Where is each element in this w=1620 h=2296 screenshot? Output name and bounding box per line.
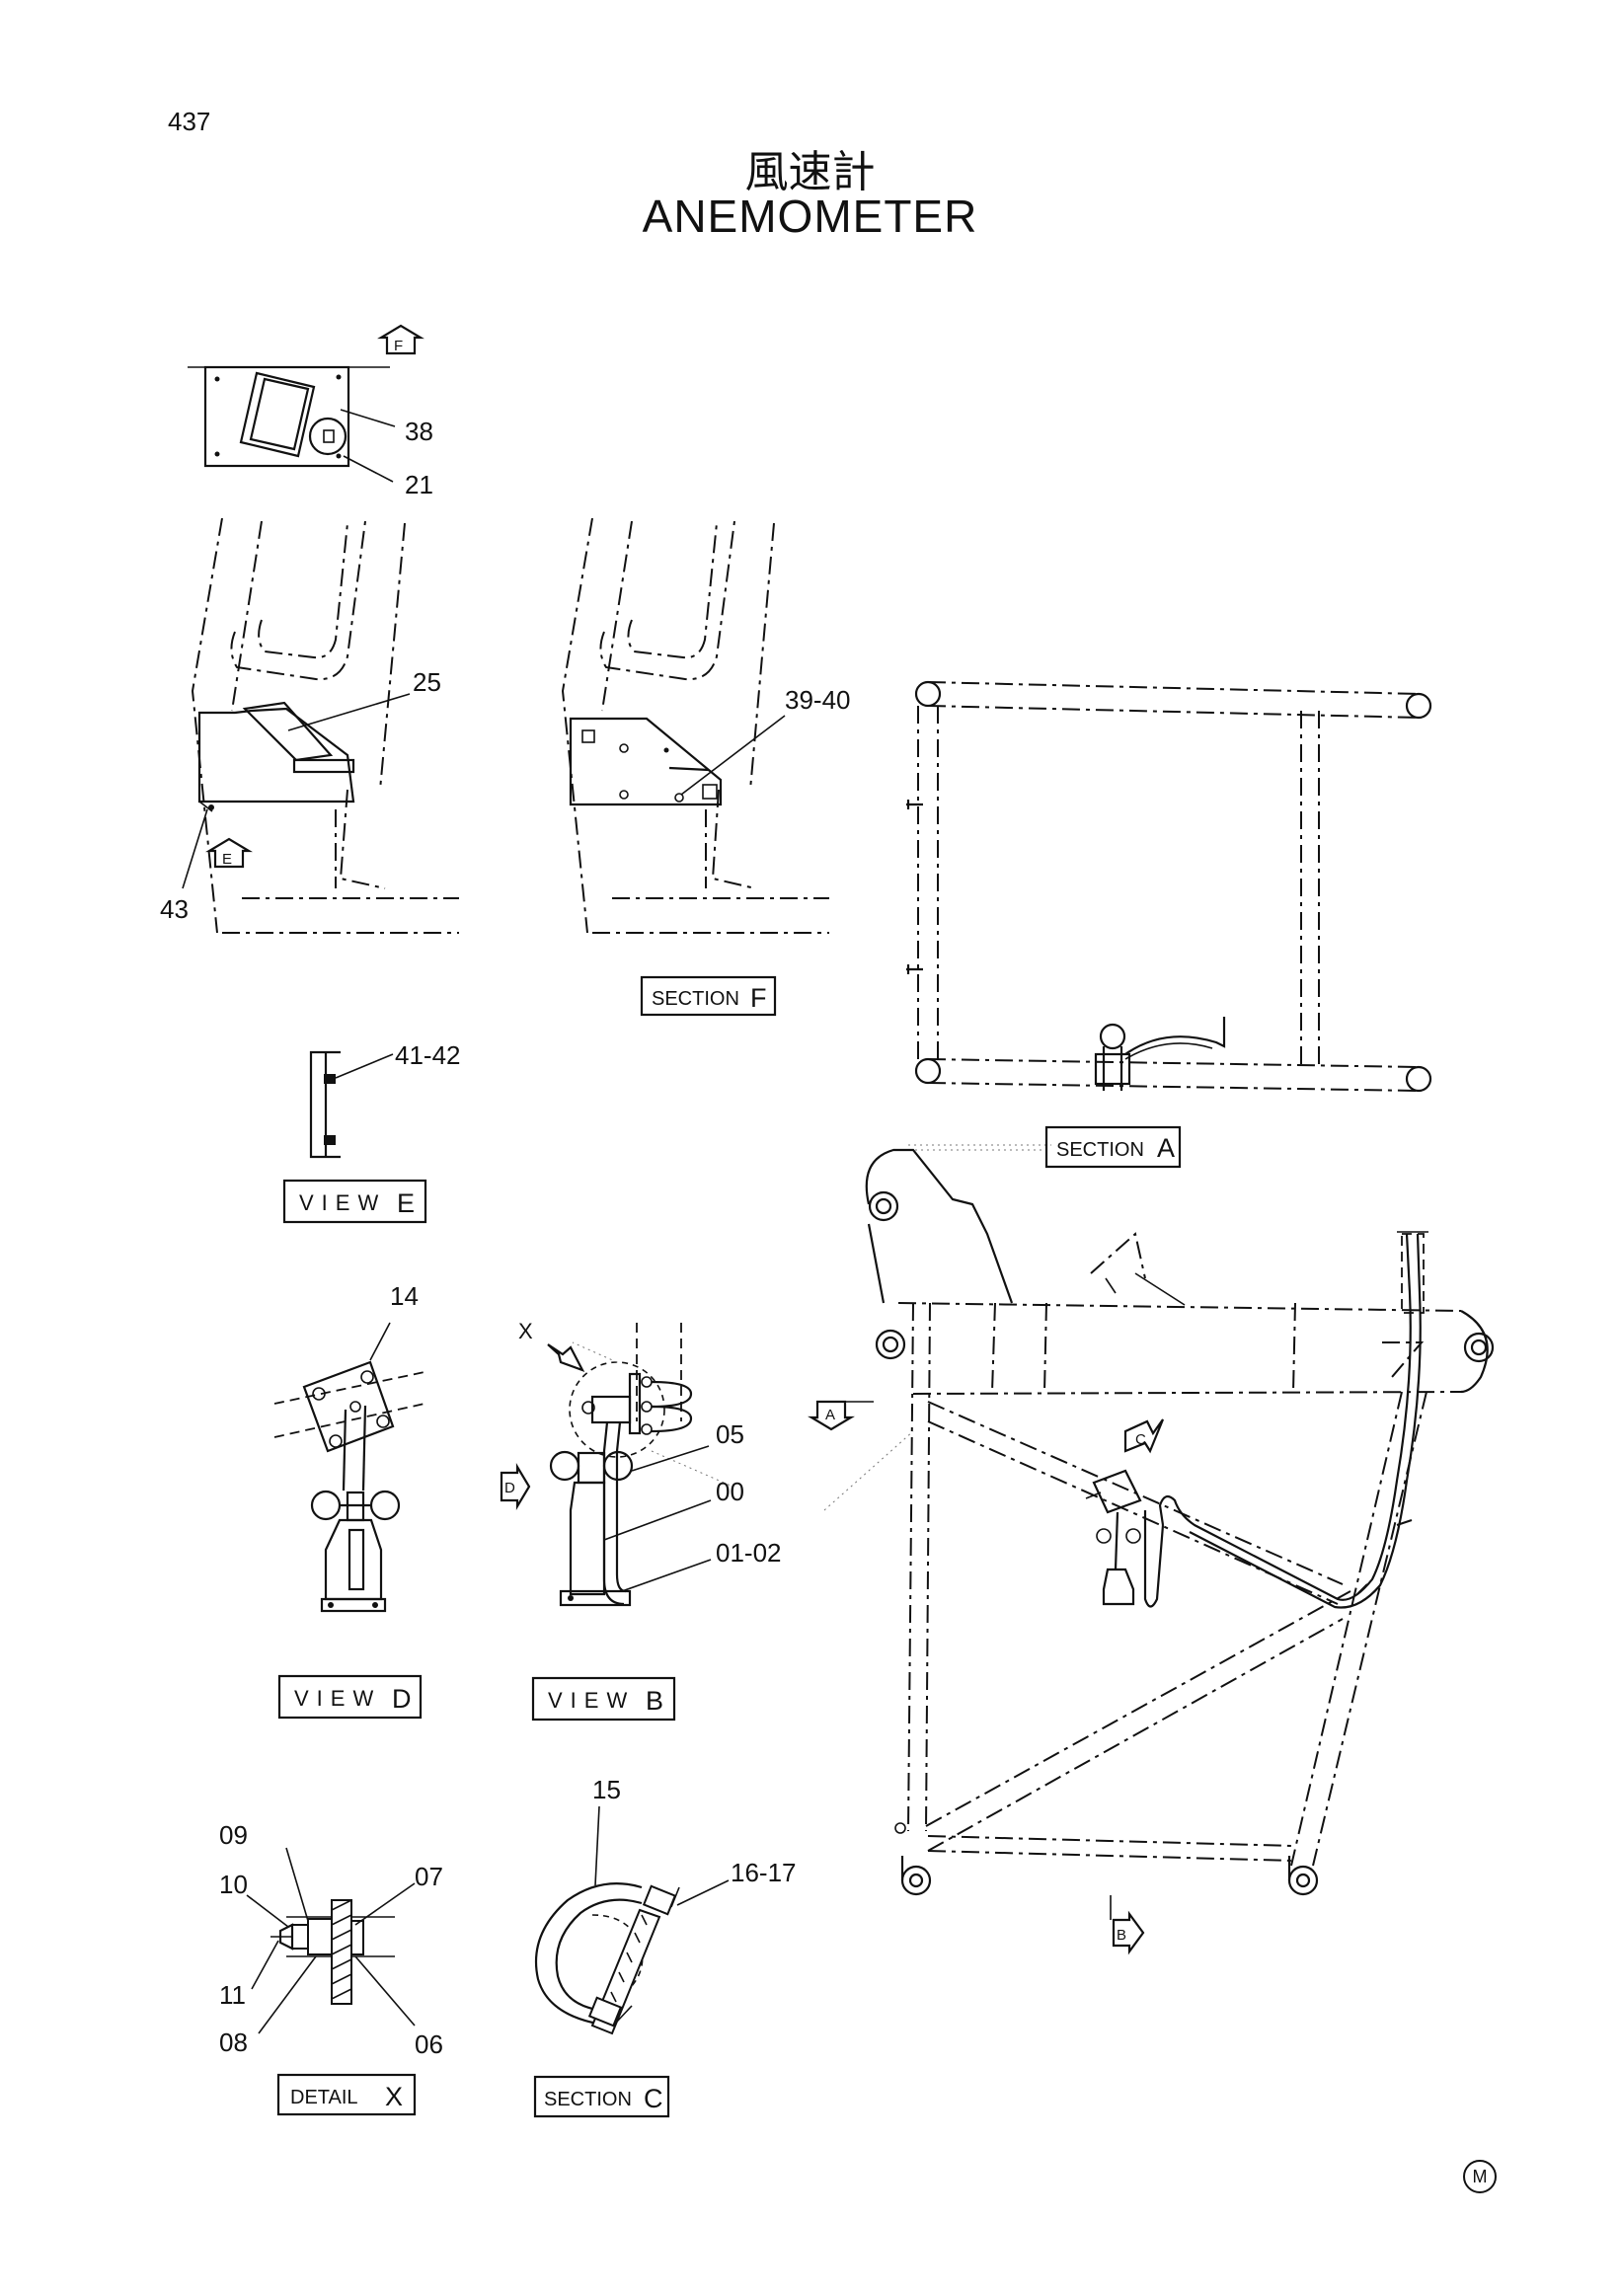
bracket-41-42-view — [309, 1050, 394, 1159]
callout-38: 38 — [405, 417, 433, 446]
bracket-39-40 — [569, 715, 786, 806]
anemometer-view-d — [273, 1322, 425, 1613]
callout-08: 08 — [219, 2028, 248, 2057]
callout-01-02: 01-02 — [716, 1538, 782, 1568]
frame-section-a-letter: A — [1157, 1133, 1175, 1163]
frame-view-d-letter: D — [392, 1684, 412, 1714]
section-c-u-bolt — [534, 1805, 730, 2035]
frame-section-a-label: SECTION — [1056, 1139, 1144, 1161]
frame-section-a: SECTION A — [1044, 1125, 1182, 1169]
frame-detail-x-label: DETAIL — [290, 2087, 358, 2108]
frame-view-d: VIEW D — [277, 1674, 423, 1720]
marker-b-letter: B — [1117, 1927, 1126, 1944]
marker-a: A — [808, 1400, 874, 1431]
frame-section-c: SECTION C — [533, 2075, 670, 2118]
frame-detail-x: DETAIL X — [276, 2073, 417, 2116]
frame-section-c-label: SECTION — [544, 2089, 632, 2110]
callout-41-42: 41-42 — [395, 1040, 461, 1070]
anemometer-view-b — [549, 1323, 732, 1607]
boom-assembly — [823, 1148, 1495, 1896]
callout-21: 21 — [405, 470, 433, 499]
callout-11: 11 — [219, 1980, 246, 2010]
marker-c: C — [1123, 1418, 1165, 1454]
anemometer-on-boom — [1085, 1469, 1165, 1608]
marker-e: E — [205, 837, 253, 869]
callout-07: 07 — [415, 1862, 443, 1891]
marker-f-top: F — [377, 324, 424, 355]
frame-view-b-label: VIEW — [548, 1688, 635, 1713]
frame-section-c-letter: C — [644, 2084, 663, 2113]
box-25-assembly — [182, 693, 411, 889]
frame-view-d-label: VIEW — [294, 1686, 381, 1711]
marker-f-top-letter: F — [394, 338, 403, 354]
callout-25: 25 — [413, 667, 441, 697]
callout-10: 10 — [219, 1870, 248, 1899]
frame-detail-x-letter: X — [385, 2082, 403, 2111]
marker-e-letter: E — [222, 851, 232, 868]
callout-00: 00 — [716, 1477, 744, 1506]
marker-b: B — [1110, 1895, 1145, 1955]
frame-view-e-letter: E — [397, 1188, 415, 1218]
page-number: 437 — [168, 107, 211, 136]
marker-x: X — [518, 1319, 585, 1373]
title-english: ANEMOMETER — [642, 191, 978, 242]
marker-a-letter: A — [825, 1407, 835, 1423]
frame-section-f-label: SECTION — [652, 988, 739, 1010]
section-a-frame-structure — [906, 680, 1432, 1146]
callout-39-40: 39-40 — [785, 685, 851, 715]
frame-section-f-letter: F — [750, 983, 767, 1013]
title-japanese: 風速計 — [744, 147, 876, 197]
frame-view-e-label: VIEW — [299, 1190, 386, 1215]
callout-14: 14 — [390, 1281, 419, 1311]
mast-left — [191, 517, 459, 934]
detail-x-bolt — [246, 1847, 416, 2034]
callout-09: 09 — [219, 1820, 248, 1850]
frame-view-b-letter: B — [646, 1686, 663, 1716]
frame-section-f: SECTION F — [640, 975, 777, 1017]
marker-d-letter: D — [504, 1480, 515, 1496]
callout-43: 43 — [160, 894, 189, 924]
marker-c-letter: C — [1135, 1431, 1146, 1448]
sensor-box-top-view — [188, 365, 396, 483]
frame-view-b: VIEW B — [531, 1676, 676, 1722]
callout-15: 15 — [592, 1775, 621, 1804]
callout-05: 05 — [716, 1419, 744, 1449]
marker-x-letter: X — [518, 1319, 533, 1343]
mast-section-f — [561, 517, 829, 934]
callout-06: 06 — [415, 2029, 443, 2059]
callout-16-17: 16-17 — [731, 1858, 797, 1887]
corner-mark: M — [1463, 2160, 1497, 2193]
frame-view-e: VIEW E — [282, 1179, 427, 1224]
marker-d: D — [500, 1463, 531, 1510]
